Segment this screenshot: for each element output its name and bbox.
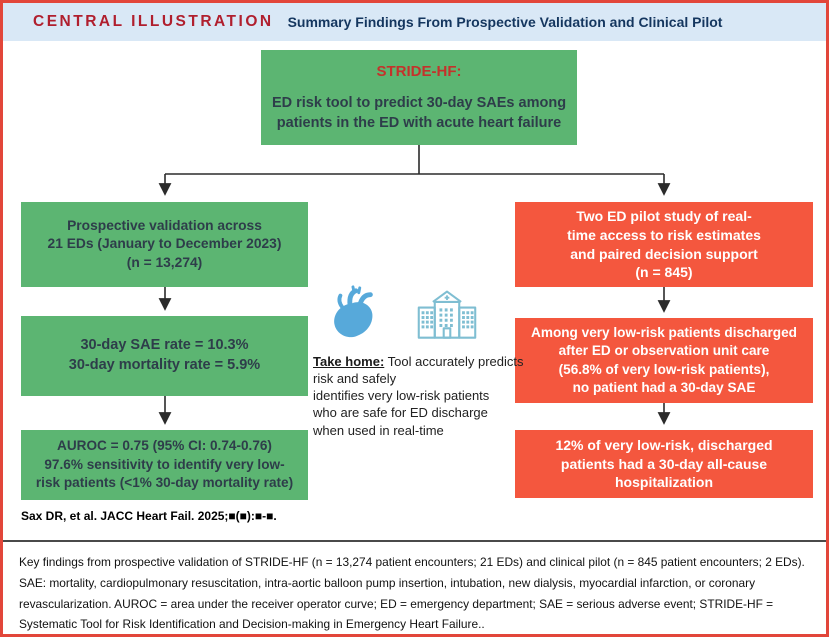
caption-divider <box>3 540 826 542</box>
take-home-text: Take home: Tool accurately predicts risk… <box>313 353 533 439</box>
sae-mortality-rate-box: 30-day SAE rate = 10.3% 30-day mortality… <box>21 316 308 396</box>
auroc-sensitivity-box: AUROC = 0.75 (95% CI: 0.74-0.76) 97.6% s… <box>21 430 308 500</box>
rehospitalization-box: 12% of very low-risk, discharged patient… <box>515 430 813 498</box>
figure-caption: Key findings from prospective validation… <box>19 555 805 632</box>
figure-title: Summary Findings From Prospective Valida… <box>287 14 723 30</box>
flowchart-canvas: STRIDE-HF: ED risk tool to predict 30-da… <box>3 41 826 540</box>
stride-hf-title: STRIDE-HF: <box>376 62 462 80</box>
discharged-no-sae-box: Among very low-risk patients discharged … <box>515 318 813 403</box>
validation-cohort-box: Prospective validation across 21 EDs (Ja… <box>21 202 308 287</box>
central-illustration-kicker: CENTRAL ILLUSTRATION <box>33 13 274 30</box>
takehome-icons <box>321 284 501 351</box>
take-home-body: Tool accurately predicts risk and safely… <box>313 354 524 438</box>
stride-hf-top-box: STRIDE-HF: ED risk tool to predict 30-da… <box>261 50 577 145</box>
citation-line: Sax DR, et al. JACC Heart Fail. 2025;■(■… <box>21 509 277 523</box>
hospital-icon <box>415 288 479 351</box>
stride-hf-description: ED risk tool to predict 30-day SAEs amon… <box>271 95 567 131</box>
pilot-study-box: Two ED pilot study of real- time access … <box>515 202 813 287</box>
heart-icon <box>321 284 383 351</box>
take-home-label: Take home: <box>313 354 385 369</box>
figure-header: CENTRAL ILLUSTRATION Summary Findings Fr… <box>3 3 826 41</box>
